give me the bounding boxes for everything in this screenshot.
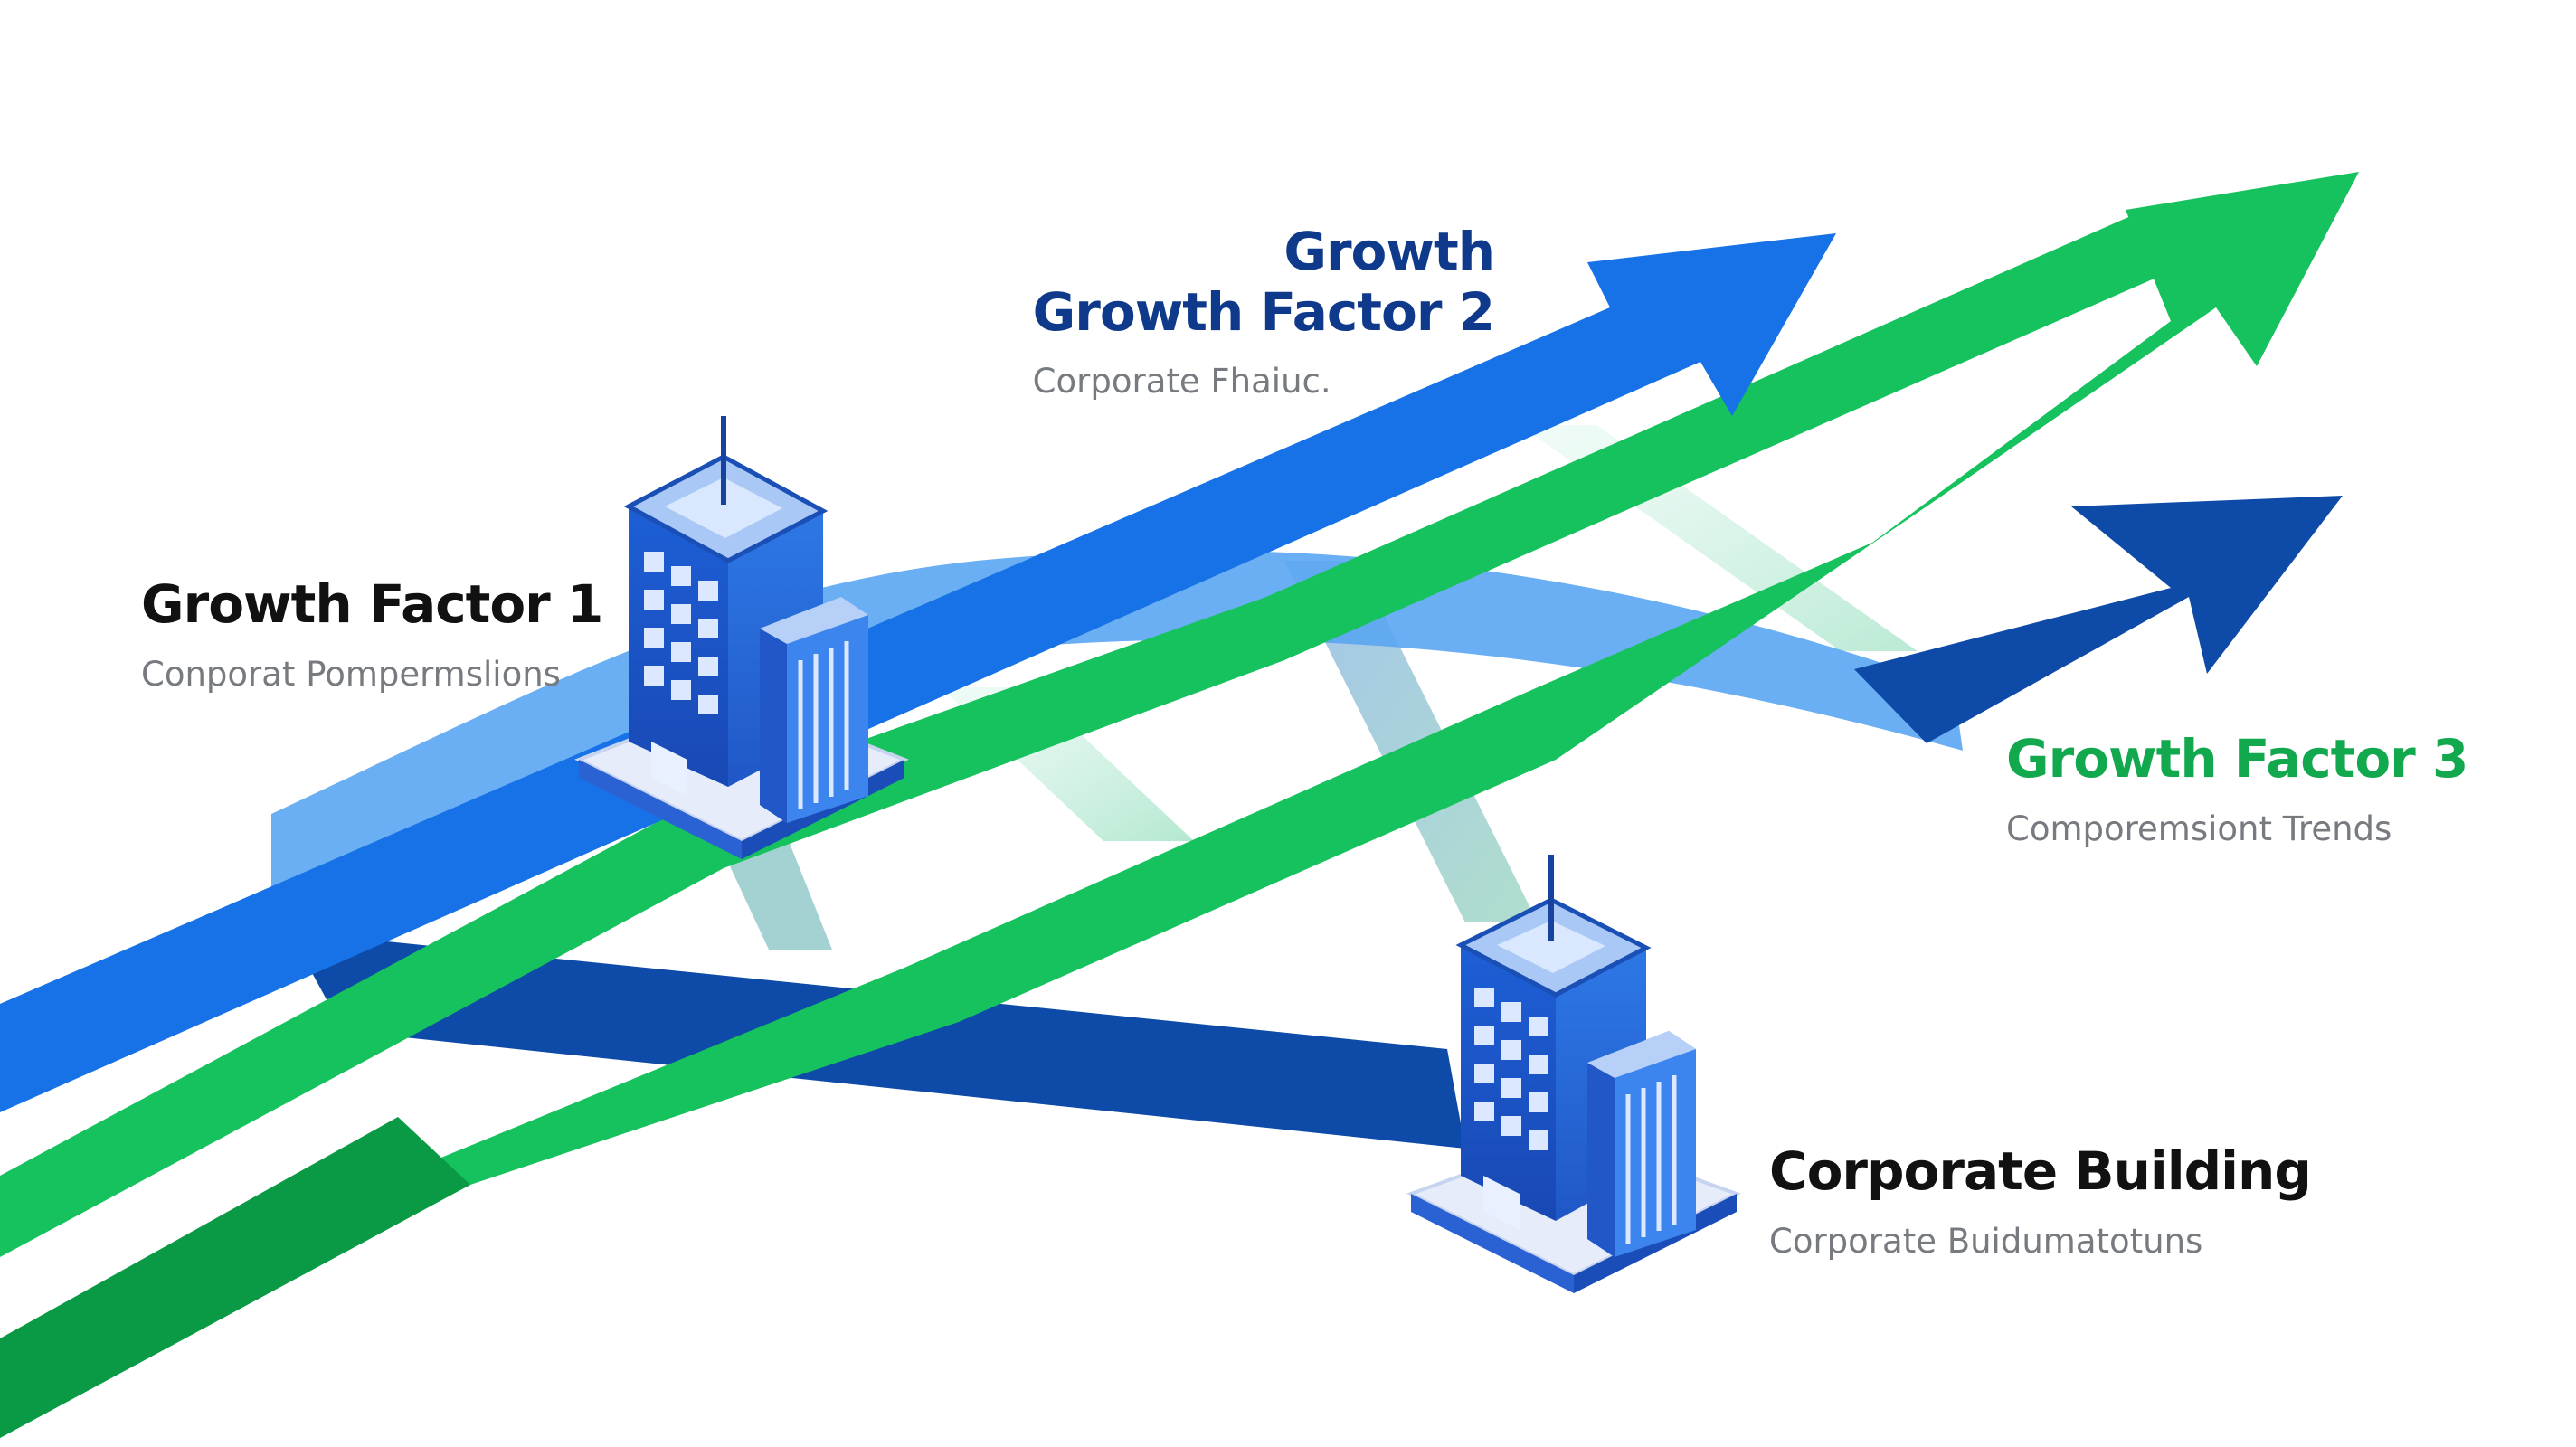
growth-heading: Growth: [1283, 221, 1495, 282]
arrow-icon: [1854, 496, 2343, 743]
building-icon: [1406, 855, 1742, 1293]
growth-factor-1-title: Growth Factor 1: [141, 573, 603, 635]
arrow-icon: [0, 233, 1836, 1112]
arrow-icon: [0, 172, 2359, 1438]
corporate-building-subtitle: Corporate Buidumatotuns: [1769, 1221, 2203, 1261]
growth-factor-3-title: Growth Factor 3: [2006, 728, 2468, 790]
growth-factor-1-label: Growth Factor 1 Conporat Pompermslions: [141, 573, 603, 695]
growth-factor-2-title: Growth Factor 2: [1032, 280, 1495, 343]
corporate-building-label: Corporate Building Corporate Buidumatotu…: [1769, 1140, 2312, 1262]
green-growth-band: [0, 214, 2171, 1257]
growth-factor-2-subtitle: Corporate Fhaiuc.: [1032, 362, 1331, 402]
corporate-building-title: Corporate Building: [1769, 1140, 2312, 1202]
dark-green-overlap: [0, 1117, 470, 1438]
growth-factor-3-subtitle: Comporemsiont Trends: [2006, 809, 2392, 848]
growth-factor-2-label: Growth Growth Factor 2 Corporate Fhaiuc.: [1032, 221, 1495, 402]
building-icon: [574, 416, 909, 859]
growth-factor-3-label: Growth Factor 3 Comporemsiont Trends: [2006, 728, 2468, 849]
connector-band: [1284, 561, 1538, 922]
growth-factor-1-subtitle: Conporat Pompermslions: [141, 654, 561, 694]
